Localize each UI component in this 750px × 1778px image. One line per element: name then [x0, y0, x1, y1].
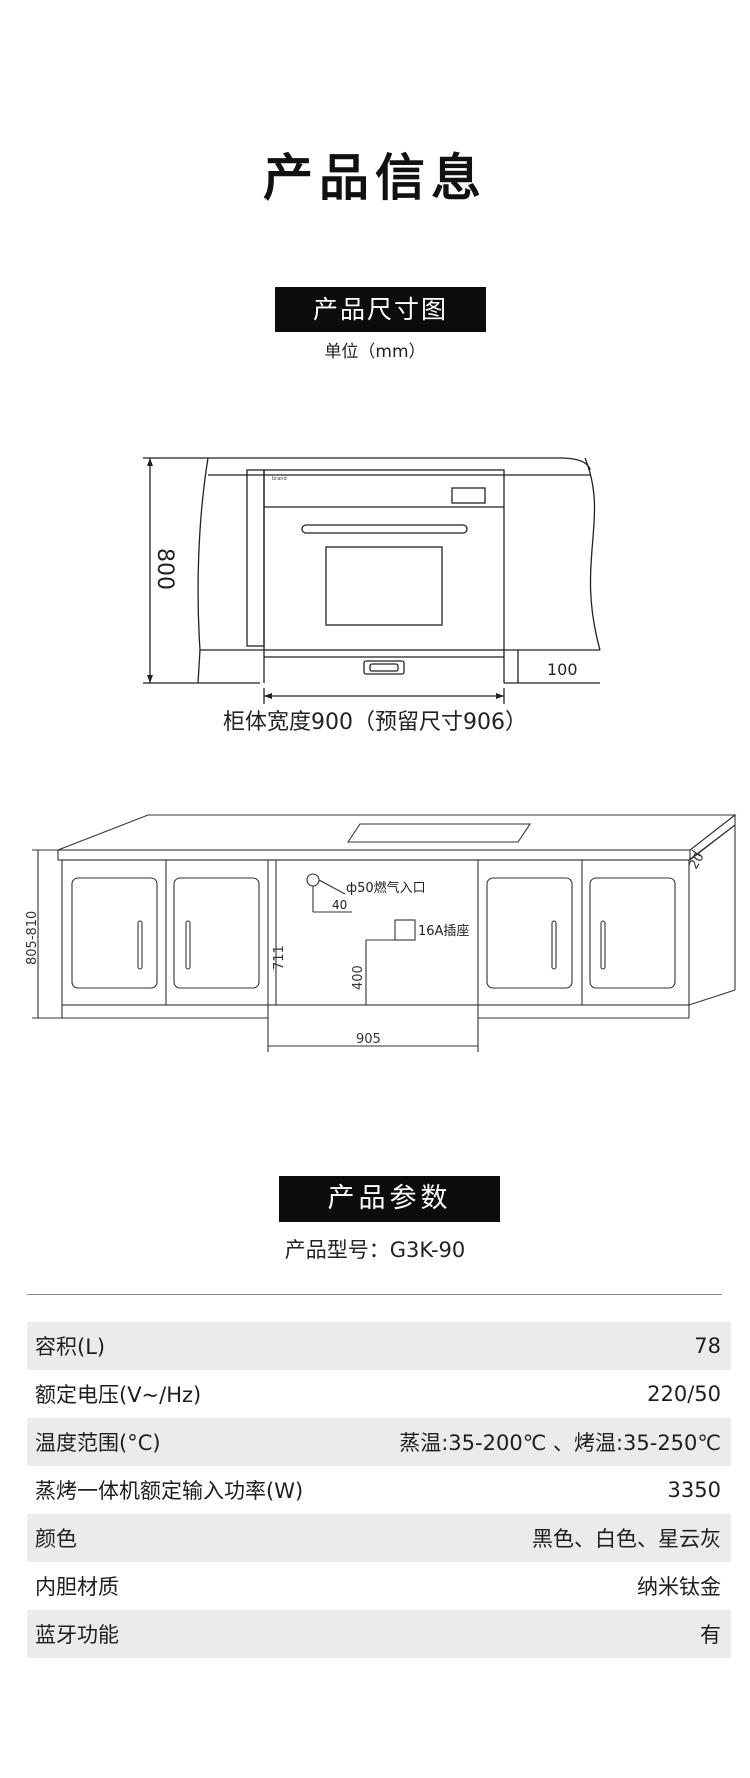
spec-value: 蒸温:35-200℃ 、烤温:35-250℃ [399, 1431, 721, 1455]
spec-value: 78 [694, 1334, 721, 1358]
cabinet-layout-diagram: 805-810 20 ф50燃气入口 40 16A插座 711 400 905 [25, 814, 737, 1052]
params-banner: 产品参数 [279, 1176, 500, 1222]
countertop [57, 814, 737, 851]
table-row: 额定电压(V~/Hz) 220/50 [27, 1370, 731, 1418]
cooktop [346, 823, 532, 843]
spec-label: 内胆材质 [35, 1575, 119, 1599]
cabinet-door [173, 877, 260, 989]
cabinet-width-caption: 柜体宽度900（预留尺寸906） [223, 710, 527, 735]
opening-width-label: 905 [356, 1032, 381, 1047]
spec-table: 容积(L) 78 额定电压(V~/Hz) 220/50 温度范围(°C) 蒸温:… [27, 1322, 731, 1658]
socket-label: 16A插座 [418, 924, 469, 939]
oven-window [325, 546, 443, 626]
model-number: 产品型号：G3K-90 [284, 1238, 466, 1262]
section-divider [27, 1294, 722, 1295]
spec-label: 颜色 [35, 1527, 77, 1551]
table-row: 内胆材质 纳米钛金 [27, 1562, 731, 1610]
depth-label: 20 [686, 850, 707, 872]
cabinet-door [486, 877, 573, 989]
oven-handle [301, 524, 468, 534]
spec-label: 容积(L) [35, 1335, 106, 1359]
opening-height-label: 711 [272, 945, 287, 970]
oven-body [263, 469, 505, 651]
spec-label: 蒸烤一体机额定输入功率(W) [35, 1479, 304, 1503]
spec-label: 额定电压(V~/Hz) [35, 1383, 202, 1407]
oven-vent [363, 660, 405, 675]
cabinet-door [589, 877, 676, 989]
gap-label: 100 [547, 660, 578, 679]
unit-label: 单位（mm） [324, 342, 426, 362]
oven-display [451, 487, 486, 504]
socket-height-label: 400 [351, 965, 366, 990]
gas-inlet [306, 873, 320, 887]
oven-installation-diagram: brand 800 100 [143, 457, 601, 704]
height-range-label: 805-810 [25, 911, 40, 965]
socket [394, 919, 416, 941]
table-row: 容积(L) 78 [27, 1322, 731, 1370]
cabinet-left-edge [197, 457, 209, 684]
spec-value: 纳米钛金 [637, 1575, 721, 1599]
cabinet-door [71, 877, 158, 989]
spec-value: 220/50 [647, 1382, 721, 1406]
height-label: 800 [152, 548, 177, 590]
table-row: 温度范围(°C) 蒸温:35-200℃ 、烤温:35-250℃ [27, 1418, 731, 1466]
spec-value: 3350 [667, 1478, 721, 1502]
spec-label: 蓝牙功能 [35, 1623, 119, 1647]
table-row: 蓝牙功能 有 [27, 1610, 731, 1658]
page-title: 产品信息 [263, 149, 487, 207]
dimensions-banner: 产品尺寸图 [275, 287, 486, 332]
gas-inlet-label: ф50燃气入口 [346, 880, 426, 896]
table-row: 蒸烤一体机额定输入功率(W) 3350 [27, 1466, 731, 1514]
spec-value: 黑色、白色、星云灰 [532, 1527, 721, 1551]
gas-offset-label: 40 [332, 898, 347, 912]
svg-text:brand: brand [272, 476, 287, 482]
spec-value: 有 [700, 1623, 721, 1647]
table-row: 颜色 黑色、白色、星云灰 [27, 1514, 731, 1562]
spec-label: 温度范围(°C) [35, 1431, 161, 1455]
